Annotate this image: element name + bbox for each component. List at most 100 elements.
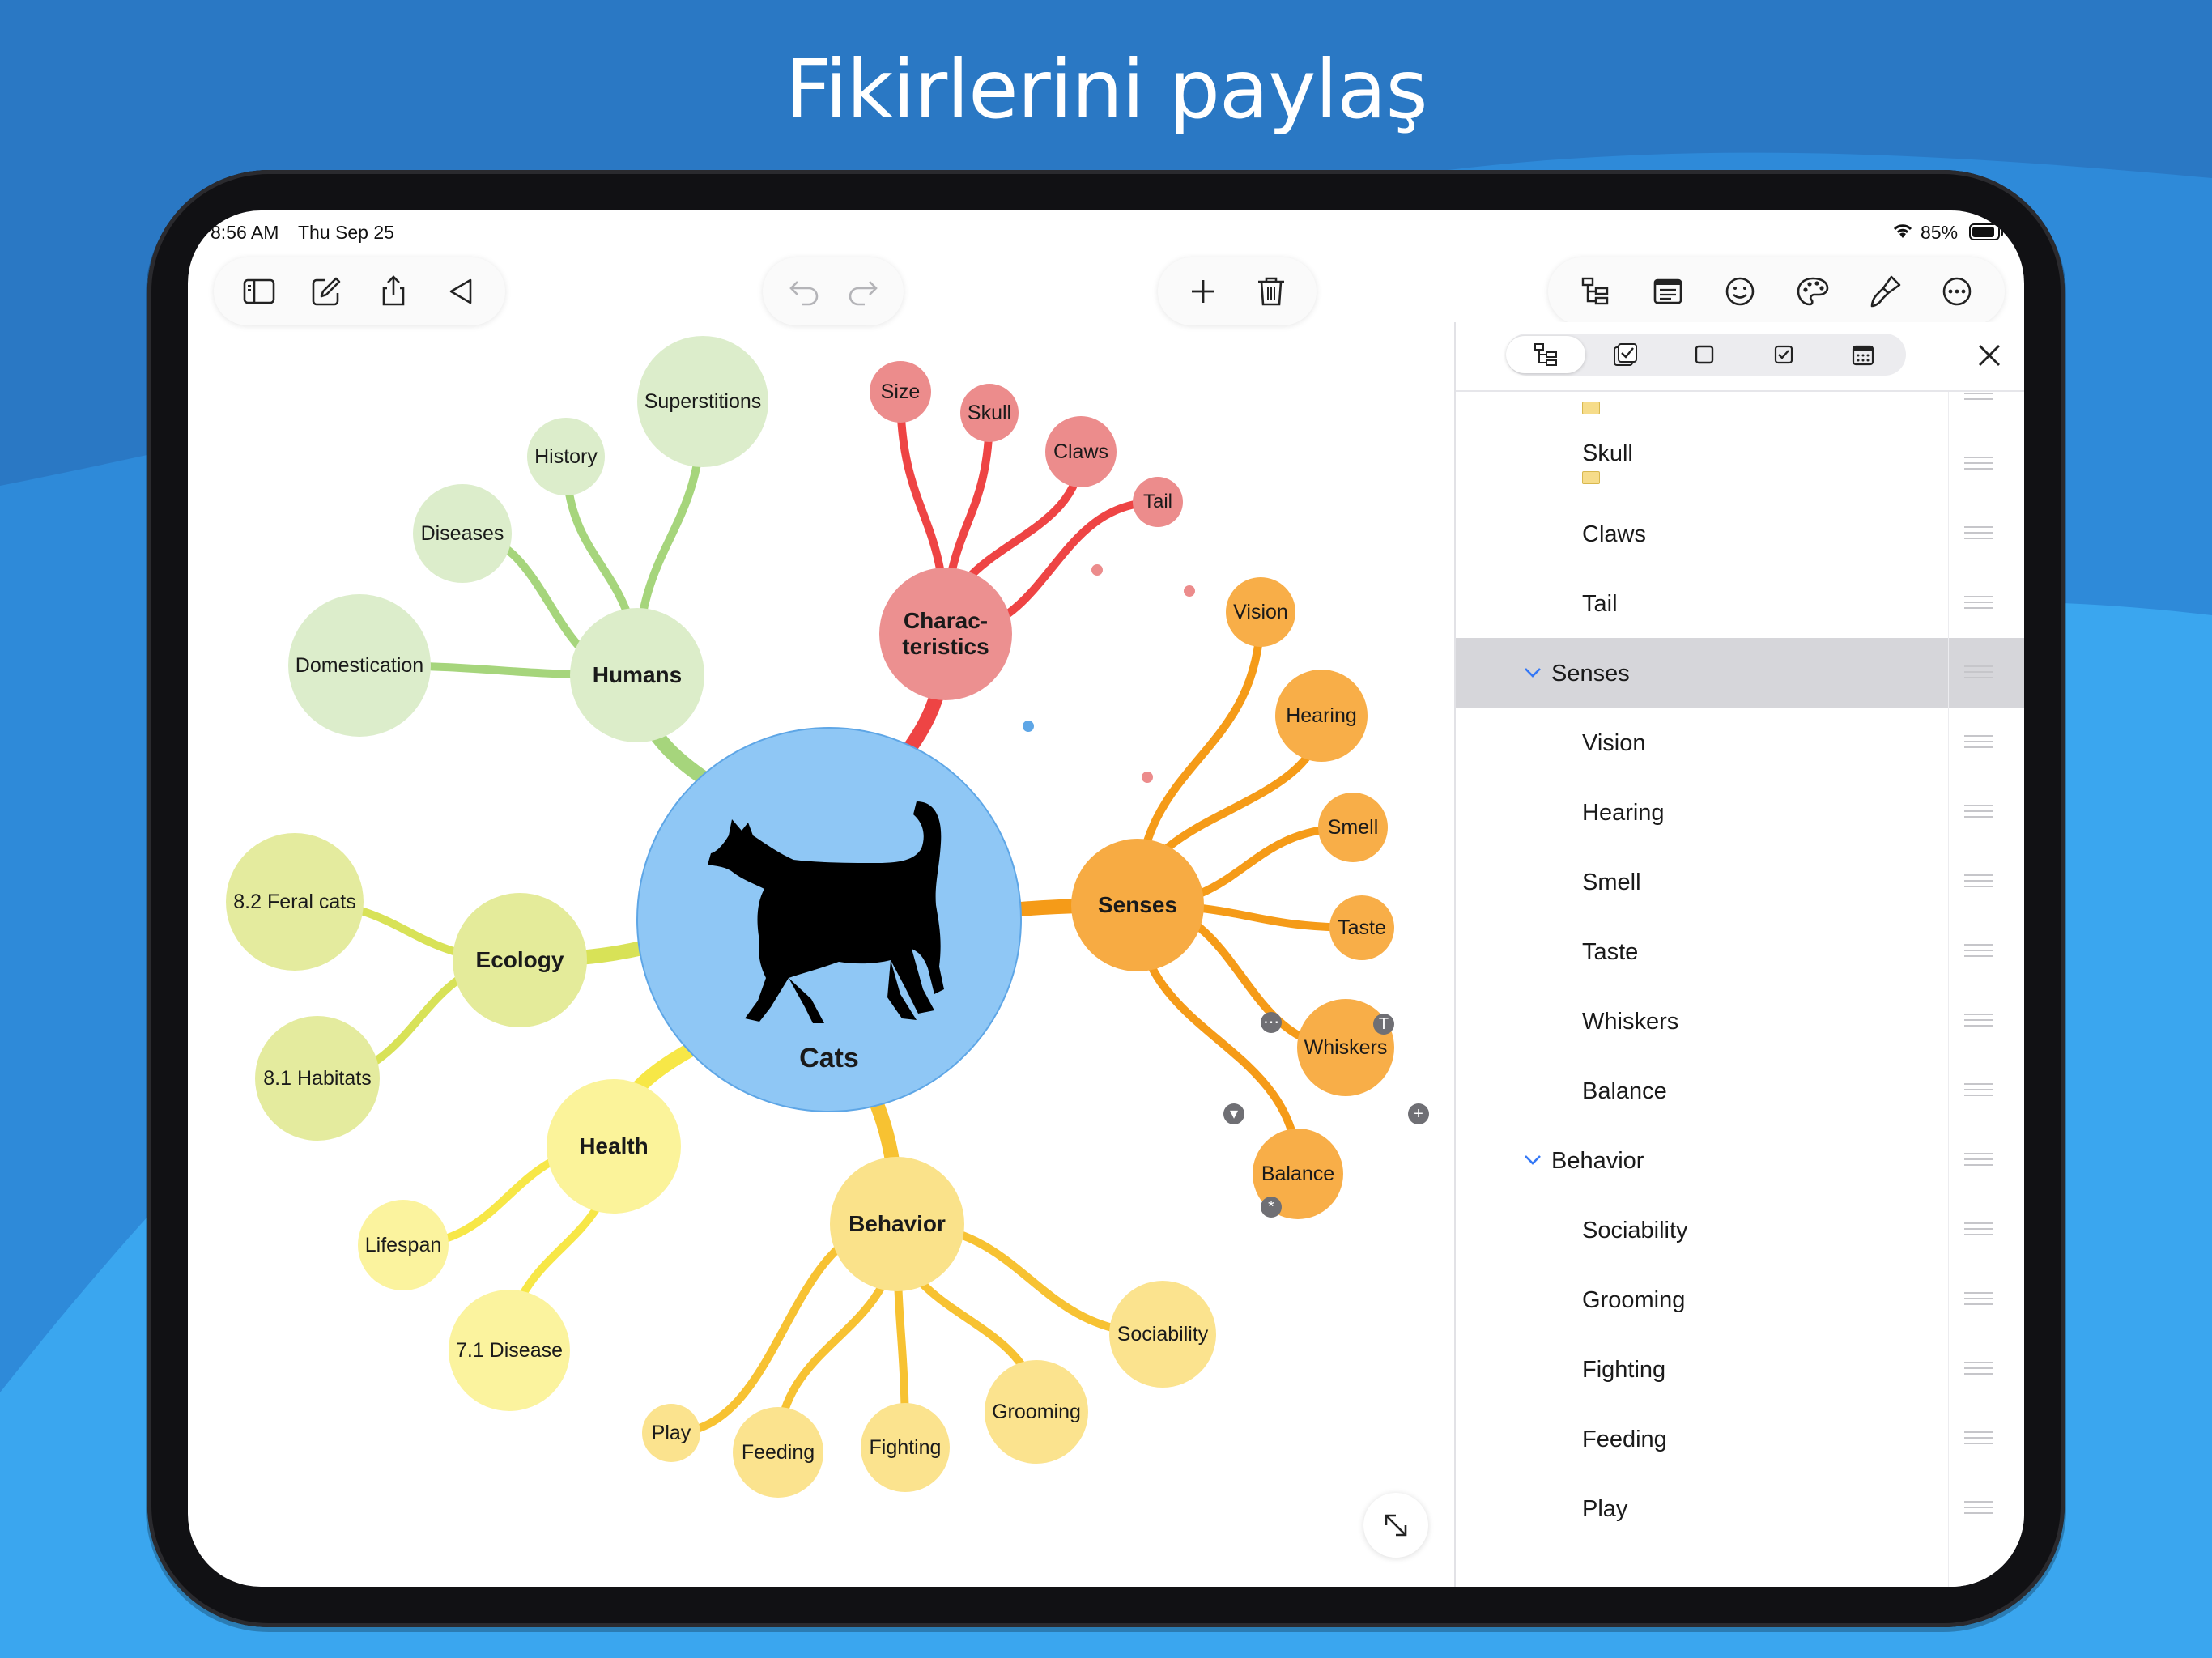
mindmap-node-grooming[interactable]: Grooming xyxy=(985,1360,1088,1464)
redo-icon[interactable] xyxy=(833,263,892,320)
share-icon[interactable] xyxy=(361,263,426,320)
center-resize-handle[interactable] xyxy=(1021,719,1036,733)
mindmap-node-central[interactable]: Cats xyxy=(636,727,1022,1112)
mindmap-node-size[interactable]: Size xyxy=(870,361,931,423)
fullscreen-toggle-icon[interactable] xyxy=(1363,1493,1428,1558)
drag-handle-icon[interactable] xyxy=(1964,1083,1993,1099)
outline-row[interactable]: Vision xyxy=(1456,708,2024,777)
more-icon[interactable] xyxy=(1925,263,1989,320)
drag-handle-icon[interactable] xyxy=(1964,1362,1993,1378)
outline-row[interactable]: Fighting xyxy=(1456,1334,2024,1404)
note-icon[interactable] xyxy=(1582,402,1600,414)
mindmap-node-lifespan[interactable]: Lifespan xyxy=(358,1200,449,1290)
skull-node-handle[interactable] xyxy=(1182,584,1197,598)
mindmap-node-hearing[interactable]: Hearing xyxy=(1275,670,1368,762)
drag-handle-icon[interactable] xyxy=(1964,805,1993,821)
outline-row[interactable]: Taste xyxy=(1456,916,2024,986)
outline-row[interactable]: Play xyxy=(1456,1473,2024,1543)
drag-handle-icon[interactable] xyxy=(1964,457,1993,473)
characteristics-node-handle[interactable] xyxy=(1140,770,1155,784)
outline-row[interactable]: Whiskers xyxy=(1456,986,2024,1056)
drag-handle-icon[interactable] xyxy=(1964,1153,1993,1169)
presentation-play-icon[interactable] xyxy=(428,263,493,320)
node-style-control[interactable]: * xyxy=(1261,1197,1282,1218)
brush-icon[interactable] xyxy=(1853,263,1917,320)
outline-row[interactable]: Claws xyxy=(1456,499,2024,568)
drag-handle-icon[interactable] xyxy=(1964,874,1993,891)
mindmap-node-diseases[interactable]: Diseases xyxy=(413,484,512,583)
mindmap-node-health[interactable]: Health xyxy=(547,1079,681,1214)
palette-icon[interactable] xyxy=(1780,263,1845,320)
outline-row[interactable]: Balance xyxy=(1456,1056,2024,1125)
shape-tab-icon[interactable] xyxy=(1665,334,1744,376)
outline-row[interactable]: Tail xyxy=(1456,568,2024,638)
node-add-control[interactable]: + xyxy=(1408,1103,1429,1124)
mindmap-node-fighting[interactable]: Fighting xyxy=(861,1403,950,1492)
node-collapse-control[interactable]: ▾ xyxy=(1223,1103,1244,1124)
mindmap-node-whiskers[interactable]: Whiskers xyxy=(1297,999,1394,1096)
drag-handle-icon[interactable] xyxy=(1964,526,1993,542)
drag-handle-icon[interactable] xyxy=(1964,1501,1993,1517)
node-more-control[interactable]: ⋯ xyxy=(1261,1012,1282,1033)
undo-icon[interactable] xyxy=(774,263,833,320)
mindmap-node-feral[interactable]: 8.2 Feral cats xyxy=(226,833,364,971)
drag-handle-icon[interactable] xyxy=(1964,1431,1993,1448)
mindmap-node-sociability[interactable]: Sociability xyxy=(1109,1281,1216,1388)
trash-icon[interactable] xyxy=(1239,263,1304,320)
mindmap-node-characteristics[interactable]: Charac- teristics xyxy=(879,568,1012,700)
outline-row[interactable]: Behavior xyxy=(1456,1125,2024,1195)
notes-icon[interactable] xyxy=(1636,263,1700,320)
drag-handle-icon[interactable] xyxy=(1964,596,1993,612)
outline-row[interactable]: Size xyxy=(1456,392,2024,429)
mindmap-node-habitats[interactable]: 8.1 Habitats xyxy=(255,1016,380,1141)
drag-handle-icon[interactable] xyxy=(1964,1292,1993,1308)
drag-handle-icon[interactable] xyxy=(1964,1014,1993,1030)
mindmap-node-feeding[interactable]: Feeding xyxy=(733,1407,823,1498)
chevron-down-icon[interactable] xyxy=(1522,662,1543,683)
mindmap-node-senses[interactable]: Senses xyxy=(1071,839,1204,971)
drag-handle-icon[interactable] xyxy=(1964,665,1993,682)
outline-row[interactable]: Hearing xyxy=(1456,777,2024,847)
drag-handle-icon[interactable] xyxy=(1964,735,1993,751)
calendar-tab-icon[interactable] xyxy=(1823,334,1903,376)
note-icon[interactable] xyxy=(1582,471,1600,484)
outline-row[interactable]: Skull xyxy=(1456,429,2024,499)
drag-handle-icon[interactable] xyxy=(1964,1222,1993,1239)
compose-icon[interactable] xyxy=(294,263,359,320)
sidebar-toggle-icon[interactable] xyxy=(227,263,291,320)
outline-row[interactable]: Smell xyxy=(1456,847,2024,916)
mindmap-node-superstitions[interactable]: Superstitions xyxy=(637,336,768,467)
outline-row[interactable]: Sociability xyxy=(1456,1195,2024,1265)
chevron-down-icon[interactable] xyxy=(1522,1150,1543,1171)
outline-handle-divider xyxy=(1948,392,1949,1587)
drag-handle-icon[interactable] xyxy=(1964,944,1993,960)
mindmap-node-humans[interactable]: Humans xyxy=(570,608,704,742)
mindmap-node-disease[interactable]: 7.1 Disease xyxy=(449,1290,570,1411)
mindmap-node-tail[interactable]: Tail xyxy=(1133,477,1183,527)
outline-tab-icon[interactable] xyxy=(1506,336,1585,373)
size-node-handle[interactable] xyxy=(1090,563,1104,577)
mindmap-node-balance[interactable]: Balance xyxy=(1253,1129,1343,1219)
outline-row[interactable]: Feeding xyxy=(1456,1404,2024,1473)
outline-icon[interactable] xyxy=(1563,263,1628,320)
mindmap-node-skull[interactable]: Skull xyxy=(960,384,1019,442)
wifi-icon xyxy=(1891,222,1914,244)
task-tab-icon[interactable] xyxy=(1744,334,1823,376)
mindmap-node-behavior[interactable]: Behavior xyxy=(830,1157,964,1291)
drag-handle-icon[interactable] xyxy=(1964,392,1993,403)
mindmap-node-claws[interactable]: Claws xyxy=(1045,416,1117,487)
node-text-control[interactable]: T xyxy=(1373,1014,1394,1035)
mindmap-node-smell[interactable]: Smell xyxy=(1318,793,1388,862)
mindmap-node-domestication[interactable]: Domestication xyxy=(288,594,431,737)
mindmap-node-history[interactable]: History xyxy=(527,418,605,495)
checklist-tab-icon[interactable] xyxy=(1585,334,1665,376)
outline-row[interactable]: Grooming xyxy=(1456,1265,2024,1334)
add-icon[interactable] xyxy=(1171,263,1236,320)
mindmap-node-play[interactable]: Play xyxy=(642,1404,700,1462)
close-icon[interactable] xyxy=(1969,335,2010,376)
mindmap-node-taste[interactable]: Taste xyxy=(1329,895,1394,960)
mindmap-node-vision[interactable]: Vision xyxy=(1226,577,1295,647)
outline-row[interactable]: Senses xyxy=(1456,638,2024,708)
mindmap-node-ecology[interactable]: Ecology xyxy=(453,893,587,1027)
emoji-icon[interactable] xyxy=(1708,263,1772,320)
